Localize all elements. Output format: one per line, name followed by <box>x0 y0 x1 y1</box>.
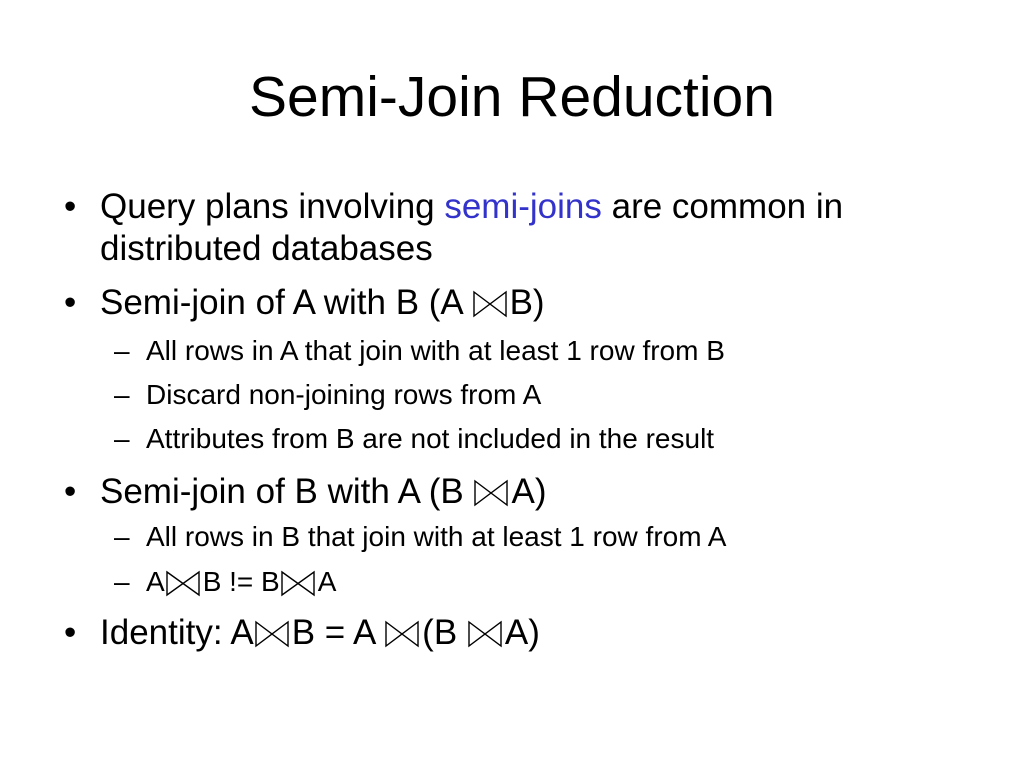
bullet-marker: • <box>64 187 77 226</box>
bullet-1-line-2: distributed databases <box>100 229 433 268</box>
bullet-3-sub-2-b: B != B <box>202 566 280 597</box>
semi-join-icon <box>384 619 422 651</box>
bullet-3-sub-2-c: A <box>317 566 337 597</box>
bullet-4-text-post: A) <box>504 613 540 652</box>
bullet-3-sub-2-a: A <box>146 566 165 597</box>
semi-join-icon <box>472 289 510 321</box>
bullet-4-line: Identity: A B = A (B A) <box>100 613 540 653</box>
bullet-1-text-post: are common in <box>601 187 844 226</box>
semi-join-icon <box>254 619 292 651</box>
bullet-marker: • <box>64 613 77 652</box>
bullet-2-text-post: B) <box>509 283 545 322</box>
bullet-3-sub-1: All rows in B that join with at least 1 … <box>146 521 727 552</box>
bullet-4-text-mid-2: (B <box>422 613 467 652</box>
dash-marker: – <box>114 379 130 410</box>
dash-marker: – <box>114 521 130 552</box>
bullet-3-line: Semi-join of B with A (B A) <box>100 472 546 512</box>
bullet-2-sub-2: Discard non-joining rows from A <box>146 379 542 410</box>
bullet-4-text-pre: Identity: A <box>100 613 254 652</box>
bullet-1-text-pre: Query plans involving <box>100 187 445 226</box>
bullet-2-text-pre: Semi-join of A with B (A <box>100 283 472 322</box>
bullet-3-sub-2: A B != B A <box>146 566 336 599</box>
bullet-1-accent: semi-joins <box>444 187 602 226</box>
semi-join-icon <box>467 619 505 651</box>
bullet-marker: • <box>64 283 77 322</box>
bullet-marker: • <box>64 472 77 511</box>
semi-join-icon <box>473 478 511 510</box>
semi-join-icon <box>165 569 203 599</box>
bullet-3-text-post: A) <box>511 472 547 511</box>
bullet-2-sub-3: Attributes from B are not included in th… <box>146 423 715 454</box>
slide-title: Semi-Join Reduction <box>249 65 775 129</box>
dash-marker: – <box>114 566 130 597</box>
bullet-2-sub-1: All rows in A that join with at least 1 … <box>146 335 725 366</box>
bullet-4-text-mid-1: B = A <box>291 613 385 652</box>
bullet-1-line-1: Query plans involving semi-joins are com… <box>100 187 843 227</box>
dash-marker: – <box>114 335 130 366</box>
dash-marker: – <box>114 423 130 454</box>
bullet-2-line: Semi-join of A with B (A B) <box>100 283 545 323</box>
bullet-3-text-pre: Semi-join of B with A (B <box>100 472 474 511</box>
semi-join-icon <box>280 569 318 599</box>
